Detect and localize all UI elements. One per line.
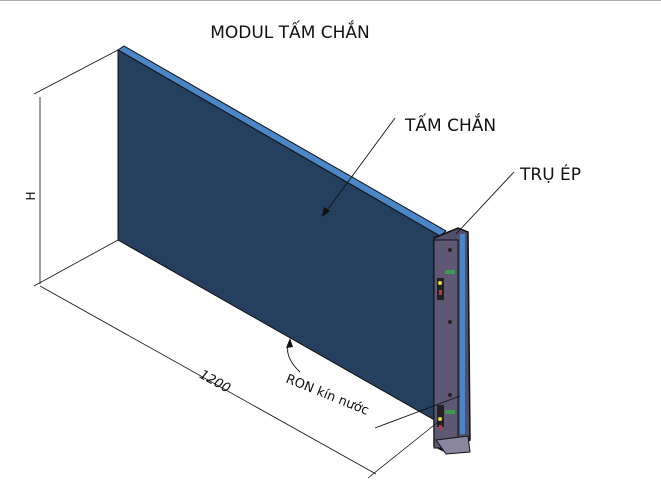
- width-label: 1200: [197, 367, 233, 396]
- panel-label: TẤM CHẮN: [404, 112, 496, 136]
- leaders: [287, 117, 515, 429]
- height-dimension: [33, 49, 119, 287]
- diagram-title: MODUL TẤM CHẮN: [210, 19, 370, 43]
- panel-face: [117, 49, 441, 423]
- seal-leader-arrow: [286, 338, 293, 348]
- post-label: TRỤ ÉP: [519, 163, 581, 185]
- post: [433, 227, 471, 455]
- seal-label: RON kín nước: [284, 372, 371, 419]
- height-label: H: [24, 191, 38, 200]
- top-border: [0, 0, 661, 1]
- width-dimension: [39, 285, 439, 479]
- panel-leader-arrow: [322, 207, 330, 217]
